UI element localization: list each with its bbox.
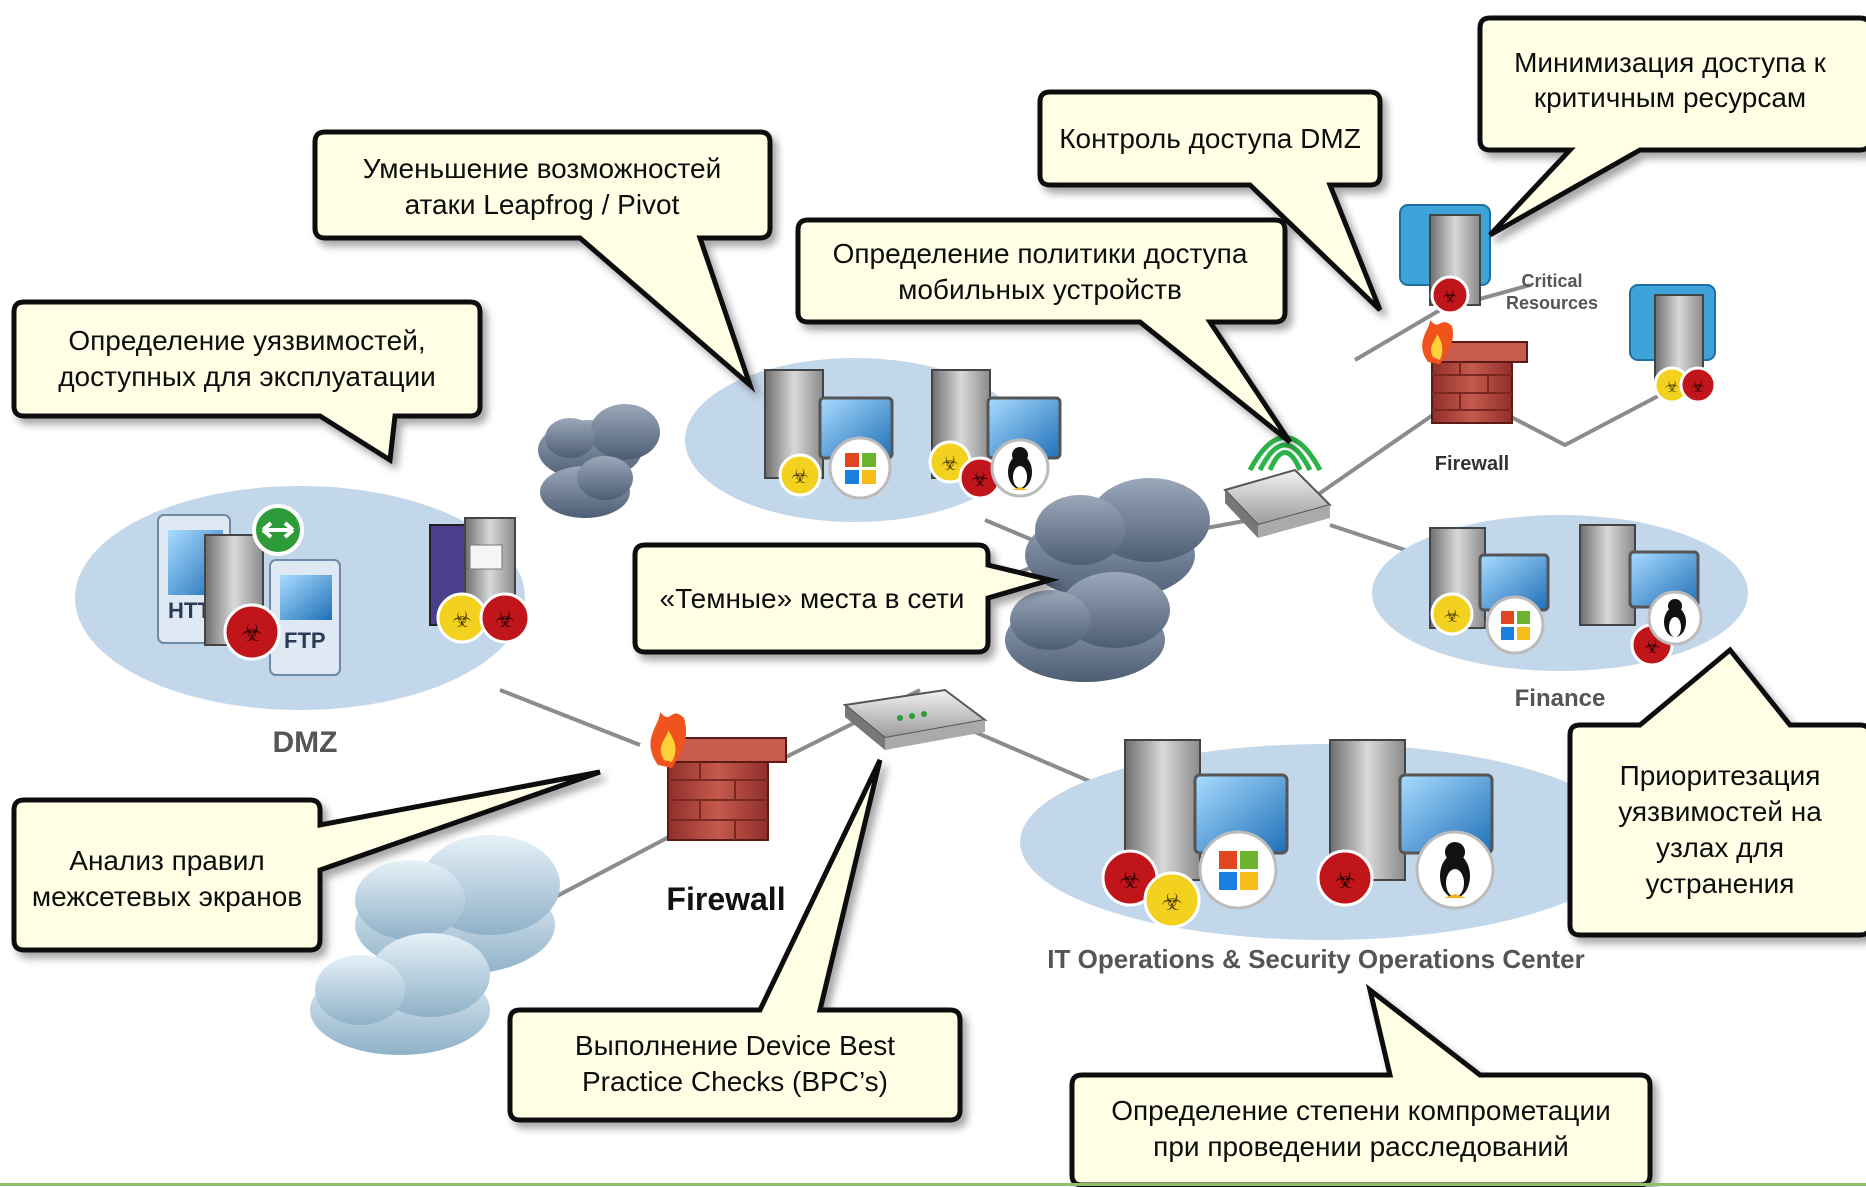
itops-label: IT Operations & Security Operations Cent… <box>1047 944 1584 974</box>
svg-text:☣: ☣ <box>1442 287 1457 307</box>
critical-resources-group: ☣ Critical Resources ☣ ☣ <box>1399 204 1717 404</box>
callout-text-line: узлах для <box>1656 832 1784 863</box>
cloud-icon <box>538 404 660 480</box>
callout-text-line: Приоритезация <box>1620 760 1821 791</box>
linux-penguin-icon <box>1415 830 1495 910</box>
cloud-icons <box>310 404 1210 1055</box>
server-tower-icon <box>1579 524 1636 626</box>
callout-bpc: Выполнение Device Best Practice Checks (… <box>507 758 963 1123</box>
footer-divider <box>0 1183 1866 1186</box>
callout-text-line: Контроль доступа DMZ <box>1059 123 1361 154</box>
windows-logo-icon <box>1485 595 1545 655</box>
svg-text:☣: ☣ <box>971 467 989 491</box>
callout-text-line: при проведении расследований <box>1153 1131 1569 1162</box>
callout-text-line: «Темные» места в сети <box>660 583 965 614</box>
ftp-server-icon: FTP <box>269 559 341 676</box>
workstation-group: ☣ ☣ ☣ <box>764 369 1062 500</box>
callouts: Минимизация доступа к критичным ресурсам… <box>11 15 1866 1187</box>
callout-compromise: Определение степени компрометации при пр… <box>1069 983 1653 1187</box>
callout-dark-spots: «Темные» места в сети <box>632 542 1060 655</box>
svg-text:☣: ☣ <box>452 608 472 633</box>
threat-red-icon: ☣ <box>1679 366 1717 404</box>
cloud-icon <box>1025 478 1210 600</box>
callout-prioritize: Приоритезация уязвимостей на узлах для у… <box>1567 646 1866 938</box>
threat-red-icon: ☣ <box>1430 275 1470 315</box>
dmz-servers: HTTP FTP ☣ ☣ ☣ <box>157 504 531 676</box>
cloud-icon <box>310 933 490 1055</box>
linux-penguin-icon <box>1647 590 1703 646</box>
threat-red-icon: ☣ <box>1316 849 1374 907</box>
callout-text-line: устранения <box>1646 868 1795 899</box>
callout-text-line: Определение степени компрометации <box>1111 1095 1611 1126</box>
itops-group: ☣ ☣ ☣ <box>1101 739 1495 929</box>
linux-penguin-icon <box>990 438 1050 498</box>
svg-text:☣: ☣ <box>1161 888 1183 916</box>
threat-red-icon: ☣ <box>958 456 1002 500</box>
callout-minimize-access: Минимизация доступа к критичным ресурсам <box>1477 15 1866 238</box>
callout-text-line: Минимизация доступа к <box>1514 47 1827 78</box>
threat-yellow-icon: ☣ <box>1430 592 1474 636</box>
cloud-icon <box>540 456 633 518</box>
switch-icon <box>842 688 988 750</box>
windows-logo-icon <box>1198 830 1278 910</box>
threat-red-icon: ☣ <box>223 603 281 661</box>
svg-text:☣: ☣ <box>1644 637 1660 658</box>
critical-label-line2: Resources <box>1506 293 1598 313</box>
svg-text:☣: ☣ <box>1665 377 1679 396</box>
firewall-icon <box>650 712 787 841</box>
callout-leapfrog: Уменьшение возможностей атаки Leapfrog /… <box>312 129 773 393</box>
finance-group: ☣ ☣ <box>1429 524 1703 667</box>
svg-text:☣: ☣ <box>941 451 959 475</box>
dmz-label: DMZ <box>273 726 338 759</box>
server-tower-icon <box>1329 739 1406 881</box>
ftp-label: FTP <box>284 628 326 653</box>
callout-text-line: мобильных устройств <box>898 274 1182 305</box>
svg-text:☣: ☣ <box>241 619 263 647</box>
callout-text-line: Анализ правил <box>69 845 264 876</box>
threat-yellow-icon: ☣ <box>1653 366 1691 404</box>
callout-dmz-control: Контроль доступа DMZ <box>1037 89 1383 312</box>
callout-text-line: атаки Leapfrog / Pivot <box>405 189 680 220</box>
svg-text:☣: ☣ <box>1691 377 1705 396</box>
threat-yellow-icon: ☣ <box>1143 871 1201 929</box>
svg-text:☣: ☣ <box>1119 866 1141 894</box>
svg-text:☣: ☣ <box>1444 606 1460 627</box>
callout-text-line: доступных для эксплуатации <box>58 361 436 392</box>
threat-red-icon: ☣ <box>479 592 531 644</box>
firewall-label: Firewall <box>666 881 785 917</box>
firewall-top-label: Firewall <box>1435 453 1509 475</box>
critical-label-line1: Critical <box>1521 271 1582 291</box>
callout-text-line: критичным ресурсам <box>1534 82 1806 113</box>
callout-mobile-policy: Определение политики доступа мобильных у… <box>795 217 1293 444</box>
windows-logo-icon <box>828 436 892 500</box>
finance-label: Finance <box>1515 685 1606 712</box>
callout-text-line: Выполнение Device Best <box>575 1030 895 1061</box>
itops-zone <box>1020 744 1630 940</box>
svg-text:☣: ☣ <box>791 464 809 488</box>
callout-text-line: Practice Checks (BPC’s) <box>582 1066 888 1097</box>
threat-red-icon: ☣ <box>1101 849 1159 907</box>
callout-text-line: Определение политики доступа <box>833 238 1248 269</box>
threat-yellow-icon: ☣ <box>436 592 488 644</box>
firewall-icon <box>1422 320 1528 424</box>
threat-yellow-icon: ☣ <box>778 453 822 497</box>
callout-text-line: Уменьшение возможностей <box>363 153 722 184</box>
callout-text-line: Определение уязвимостей, <box>68 325 425 356</box>
callout-firewall-rules: Анализ правил межсетевых экранов <box>11 769 601 953</box>
svg-text:☣: ☣ <box>495 608 515 633</box>
callout-exploitable-vulns: Определение уязвимостей, доступных для э… <box>11 299 483 465</box>
callout-text-line: межсетевых экранов <box>32 881 302 912</box>
swap-arrows-icon <box>252 504 304 556</box>
callout-text-line: уязвимостей на <box>1618 796 1822 827</box>
svg-text:☣: ☣ <box>1334 866 1356 894</box>
cloud-icon <box>1005 572 1170 682</box>
